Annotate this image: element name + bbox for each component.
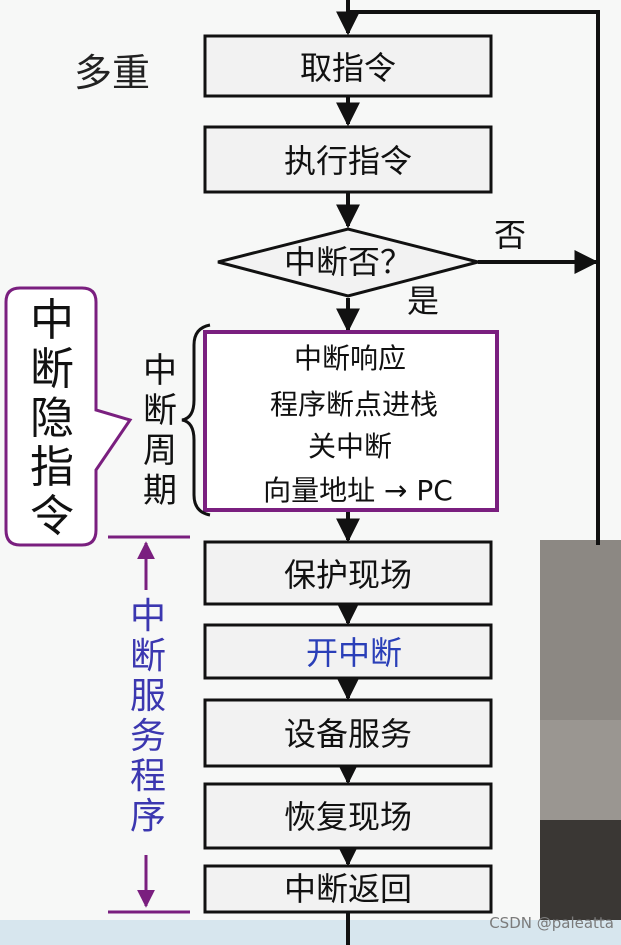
bottom-strip	[0, 920, 621, 945]
save-context-box	[203, 540, 493, 606]
callout-char-4: 指	[30, 442, 74, 493]
cycle-char-2: 断	[143, 391, 177, 431]
cycle-brace	[181, 323, 211, 517]
cycle-line-2: 程序断点进栈	[270, 388, 438, 421]
fetch-box	[203, 34, 493, 98]
interrupt-return-box	[203, 864, 493, 914]
restore-context-label: 恢复现场	[284, 798, 412, 836]
watermark: CSDN @paleatta	[489, 914, 614, 932]
service-char-1: 中	[130, 596, 166, 637]
callout-char-2: 断	[30, 344, 74, 395]
device-service-box	[203, 698, 493, 768]
no-label: 否	[494, 216, 526, 254]
execute-box	[203, 125, 493, 194]
enable-interrupt-box	[203, 623, 493, 680]
service-char-6: 序	[130, 796, 166, 837]
save-context-label: 保护现场	[284, 556, 412, 594]
yes-label: 是	[407, 282, 439, 320]
interrupt-cycle-box	[203, 330, 499, 512]
execute-label: 执行指令	[284, 142, 412, 180]
device-service-label: 设备服务	[284, 715, 412, 753]
hidden-instruction-callout	[4, 286, 133, 547]
callout-char-1: 中	[30, 295, 74, 346]
restore-context-box	[203, 782, 493, 850]
interrupt-return-label: 中断返回	[284, 870, 412, 908]
callout-char-5: 令	[30, 491, 74, 542]
heading-label: 多重	[74, 51, 150, 95]
decision-label: 中断否？	[284, 243, 412, 281]
fetch-label: 取指令	[300, 49, 396, 87]
service-char-4: 务	[130, 716, 166, 757]
service-char-5: 程	[130, 756, 166, 797]
cycle-line-4: 向量地址 → PC	[263, 474, 453, 507]
cycle-line-3: 关中断	[308, 430, 392, 463]
service-char-3: 服	[130, 676, 166, 717]
enable-interrupt-label: 开中断	[306, 634, 402, 672]
callout-char-3: 隐	[30, 393, 74, 444]
loop-line	[348, 10, 600, 545]
cycle-char-1: 中	[143, 351, 177, 391]
cycle-char-3: 周	[143, 431, 177, 471]
photo-overlay	[540, 540, 621, 945]
service-char-2: 断	[130, 636, 166, 677]
cycle-line-1: 中断响应	[294, 342, 406, 375]
cycle-char-4: 期	[143, 471, 177, 511]
decision-diamond	[217, 227, 479, 298]
